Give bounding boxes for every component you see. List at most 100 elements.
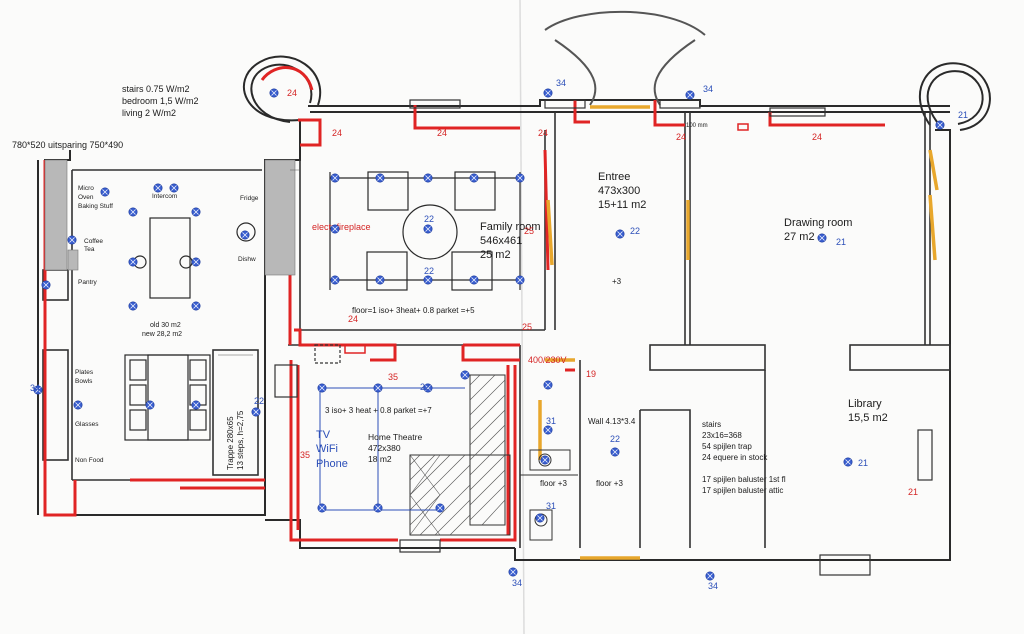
light-cross <box>242 232 248 238</box>
label-floor-b: floor +3 <box>596 479 623 488</box>
label-family-title: Family room <box>480 221 541 233</box>
label-stairs-2: 23x16=368 <box>702 431 742 440</box>
marker-35-b: 35 <box>300 450 310 460</box>
theatre-seating <box>409 374 511 536</box>
grey-blocks <box>44 159 296 276</box>
light-cross <box>612 449 618 455</box>
bathroom-fixtures <box>520 449 578 541</box>
label-stairs-4: 24 equere in stock <box>702 453 768 462</box>
light-cross <box>545 382 551 388</box>
marker-34-d: 34 <box>512 578 522 588</box>
label-dishw: Dishw <box>238 256 256 263</box>
marker-21-c: 21 <box>858 458 868 468</box>
label-bowls: Bowls <box>75 378 93 385</box>
light-cross <box>332 277 338 283</box>
marker-22-f: 22 <box>254 396 264 406</box>
light-cross <box>537 515 543 521</box>
light-cross <box>319 385 325 391</box>
light-cross <box>510 569 516 575</box>
marker-21-red: 21 <box>908 487 918 497</box>
marker-34-b: 34 <box>703 84 713 94</box>
light-cross <box>319 505 325 511</box>
marker-22-a: 22 <box>424 214 434 224</box>
light-cross <box>43 282 49 288</box>
label-coffee: Coffee <box>84 238 103 245</box>
label-wifi: WiFi <box>316 443 338 455</box>
windows <box>274 99 933 576</box>
light-cross <box>377 175 383 181</box>
marker-24-d: 24 <box>538 128 548 138</box>
light-cross <box>193 259 199 265</box>
label-drawing-area: 27 m2 <box>784 231 815 243</box>
label-family-size: 546x461 <box>480 235 522 247</box>
marker-21-b: 21 <box>836 237 846 247</box>
kitchen-furniture <box>124 217 256 441</box>
label-plates: Plates <box>75 369 94 376</box>
light-cross <box>271 90 277 96</box>
label-100mm: 100 mm <box>686 123 708 129</box>
label-stairs-1: stairs <box>702 420 721 429</box>
light-cross <box>542 457 548 463</box>
light-cross <box>517 175 523 181</box>
insulation-lines <box>43 66 885 542</box>
light-cross <box>437 505 443 511</box>
markers: 34 34 34 34 34 21 21 21 22 22 22 22 22 2… <box>30 78 968 591</box>
label-pantry: Pantry <box>78 279 98 286</box>
light-cross <box>130 259 136 265</box>
light-cross <box>707 573 713 579</box>
label-entree-title: Entree <box>598 171 630 183</box>
note-living: living 2 W/m2 <box>122 108 176 118</box>
label-entree-plus: +3 <box>612 277 622 286</box>
marker-22-b: 22 <box>424 266 434 276</box>
label-baking: Baking Stuff <box>78 203 113 210</box>
light-cross <box>193 402 199 408</box>
label-voltage: 400/230V <box>528 355 567 365</box>
light-cross <box>332 226 338 232</box>
label-wall: Wall 4.13*3.4 <box>588 417 636 426</box>
light-cross <box>375 385 381 391</box>
light-cross <box>102 189 108 195</box>
label-glasses: Glasses <box>75 421 99 428</box>
label-oven: Oven <box>78 194 94 201</box>
light-cross <box>130 209 136 215</box>
label-micro: Micro <box>78 185 94 192</box>
label-theatre-area: 18 m2 <box>368 454 392 464</box>
note-dimensions: 780*520 uitsparing 750*490 <box>12 140 123 150</box>
light-cross <box>171 185 177 191</box>
marker-24-c: 24 <box>437 128 447 138</box>
light-cross <box>35 387 41 393</box>
marker-35-a: 35 <box>388 372 398 382</box>
label-trappe-2: 13 steps, h=2,75 <box>236 410 245 470</box>
light-cross <box>462 372 468 378</box>
label-tv: TV <box>316 429 331 441</box>
light-cross <box>147 402 153 408</box>
light-cross <box>617 231 623 237</box>
label-stairs-3: 54 spijlen trap <box>702 442 752 451</box>
light-cross <box>193 303 199 309</box>
label-stairs-6: 17 spijlen baluster attic <box>702 486 783 495</box>
light-cross <box>425 277 431 283</box>
marker-25-a: 25 <box>524 226 534 236</box>
marker-22-c: 22 <box>630 226 640 236</box>
marker-31-a: 31 <box>546 416 556 426</box>
light-points <box>33 88 945 581</box>
label-family-area: 25 m2 <box>480 249 511 261</box>
marker-31-b: 31 <box>546 501 556 511</box>
marker-25-b: 25 <box>522 322 532 332</box>
note-stairs: stairs 0.75 W/m2 <box>122 84 190 94</box>
light-cross <box>332 175 338 181</box>
light-cross <box>471 175 477 181</box>
light-cross <box>193 209 199 215</box>
light-cross <box>937 122 943 128</box>
marker-34-e: 34 <box>708 581 718 591</box>
marker-34-c: 34 <box>30 383 40 393</box>
label-fridge: Fridge <box>240 195 259 202</box>
label-phone: Phone <box>316 458 348 470</box>
light-cross <box>425 226 431 232</box>
light-cross <box>377 277 383 283</box>
light-cross <box>69 237 75 243</box>
label-kitchen-new: new 28,2 m2 <box>142 331 182 338</box>
marker-24-a: 24 <box>287 88 297 98</box>
label-fireplace: electr fireplace <box>312 222 371 232</box>
label-theatre-size: 472x380 <box>368 443 401 453</box>
